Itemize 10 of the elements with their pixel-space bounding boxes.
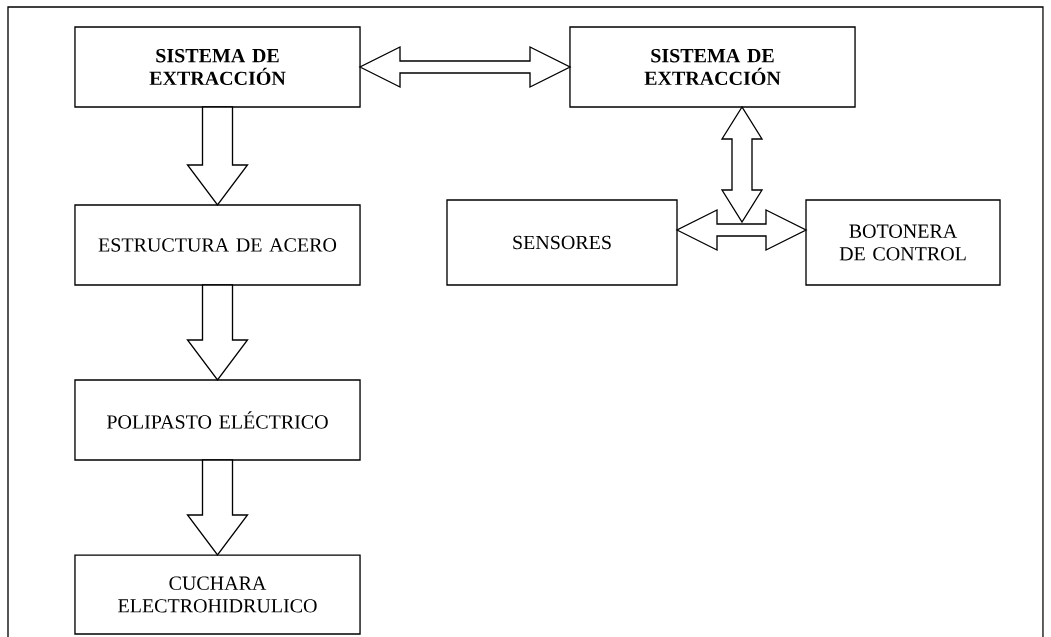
block-arrow xyxy=(186,459,249,557)
process-box: SENSORES xyxy=(446,199,678,286)
block-arrow xyxy=(186,284,249,382)
process-box: POLIPASTO ELÉCTRICO xyxy=(74,379,361,461)
process-box: BOTONERA DE CONTROL xyxy=(805,199,1001,286)
block-arrow xyxy=(186,106,249,207)
process-box: ESTRUCTURA DE ACERO xyxy=(74,204,361,286)
process-box: SISTEMA DE EXTRACCIÓN xyxy=(74,26,361,108)
process-box: CUCHARA ELECTROHIDRULICO xyxy=(74,554,361,635)
process-box: SISTEMA DE EXTRACCIÓN xyxy=(569,26,856,108)
